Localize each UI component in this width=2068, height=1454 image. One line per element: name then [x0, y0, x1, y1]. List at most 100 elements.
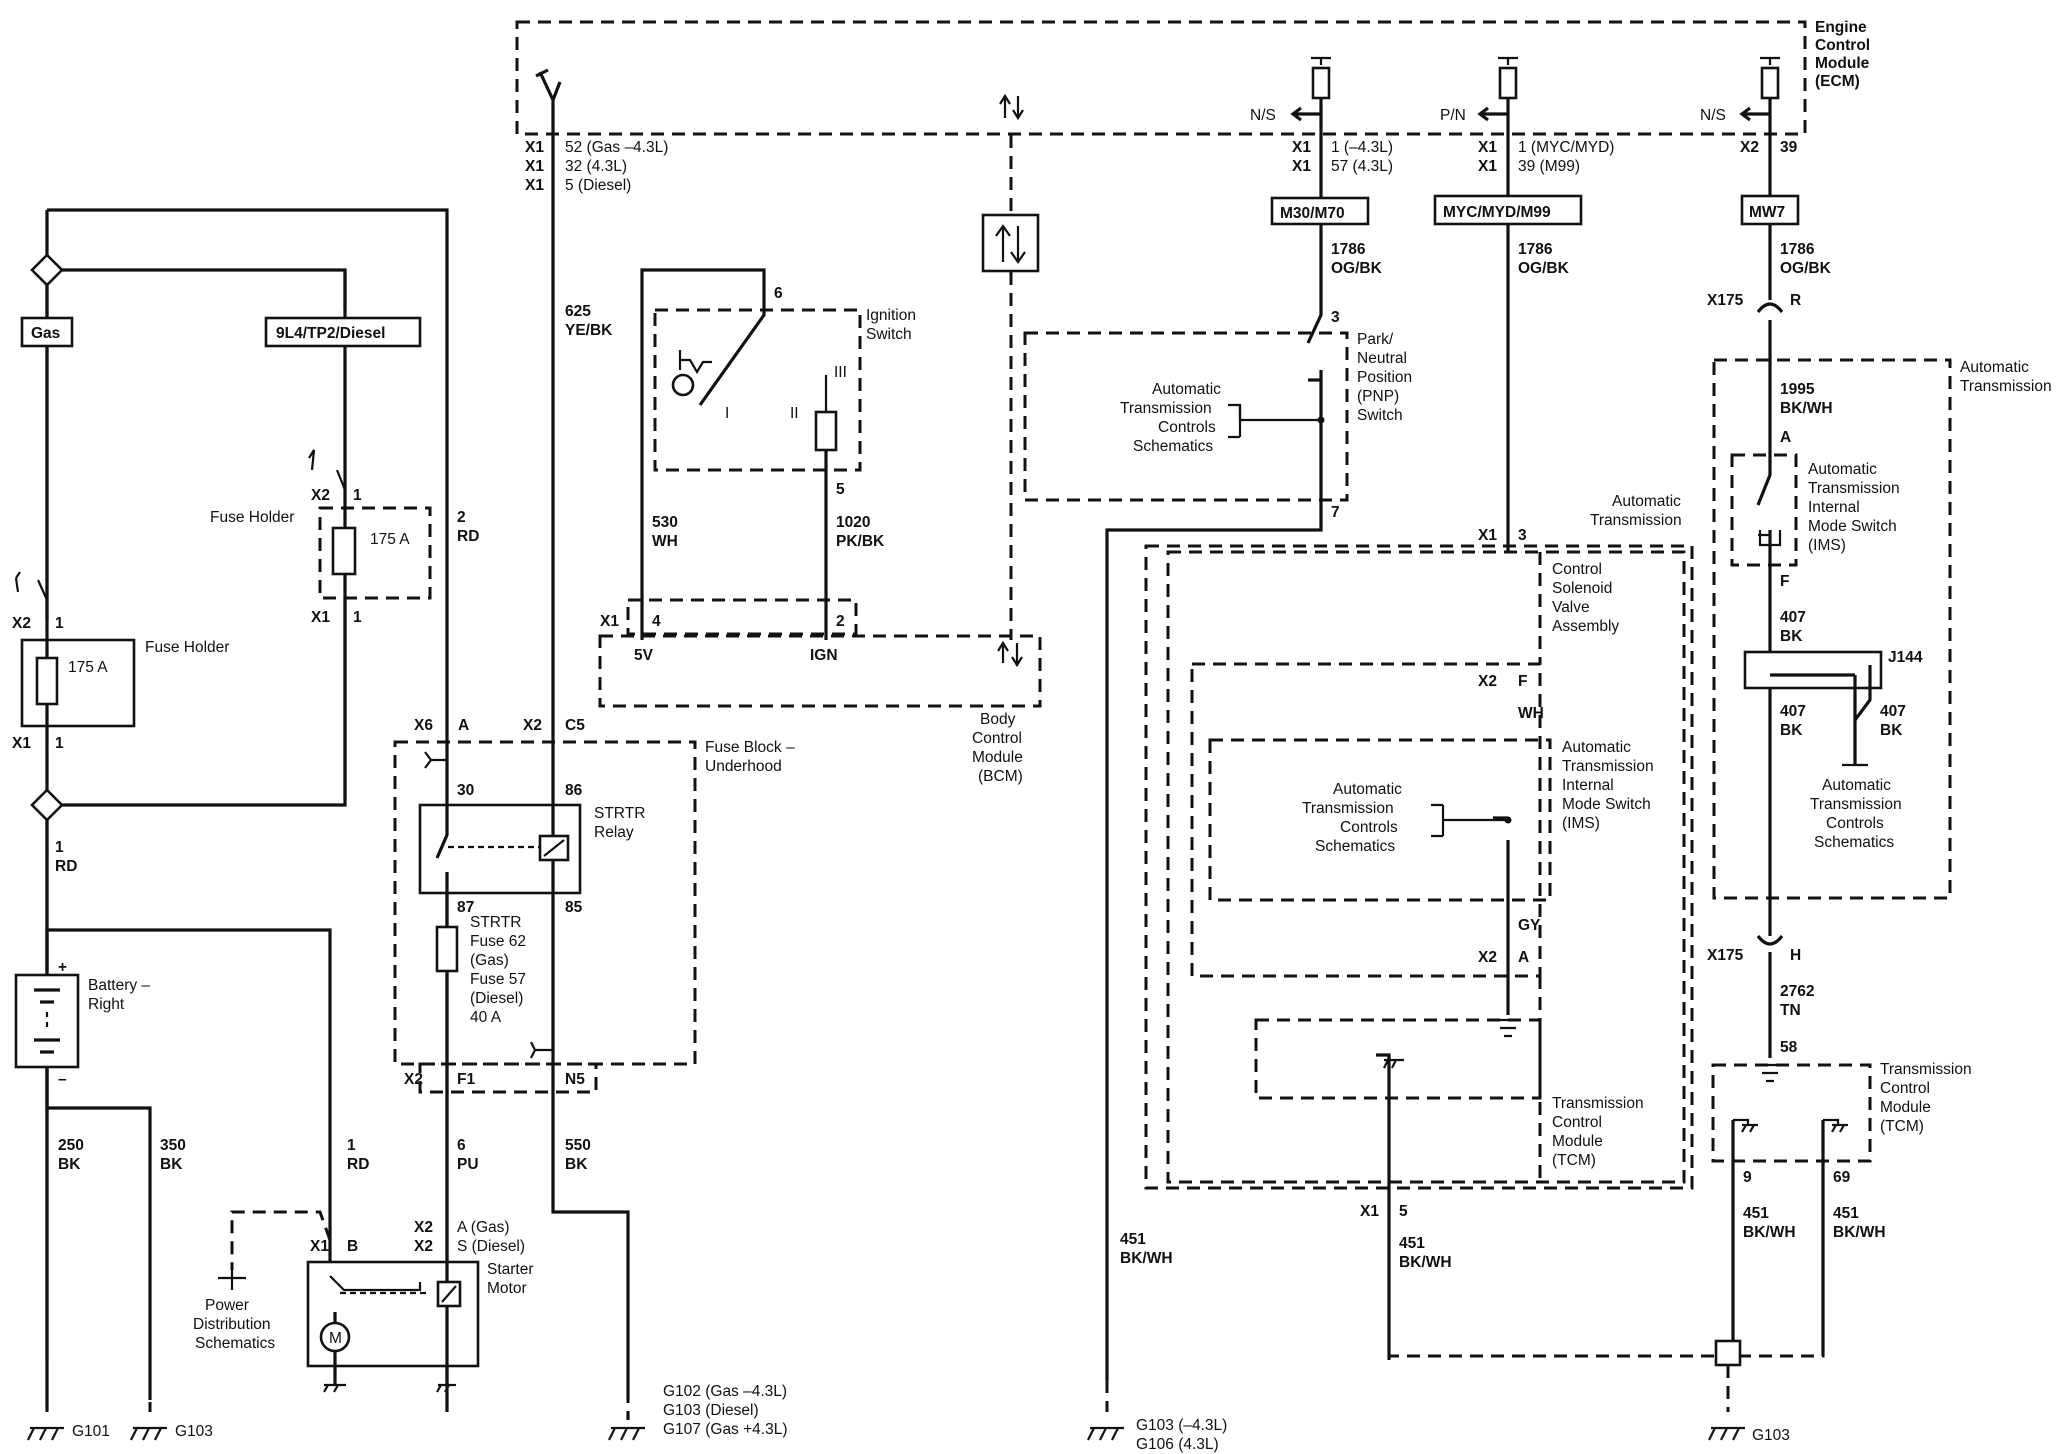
- strtr-fuse-4: Fuse 57: [470, 971, 526, 988]
- fh2-x2: X2: [311, 487, 330, 504]
- ecm-x1-c: X1: [525, 177, 544, 194]
- fuse-holder-1-amp: 175 A: [68, 659, 108, 676]
- ign-roman-2: II: [790, 405, 799, 422]
- ignition-t6: 6: [774, 285, 783, 302]
- pnp-pin-a: 1 (–4.3L): [1331, 139, 1393, 156]
- right-ims-2: Transmission: [1808, 480, 1900, 497]
- right-tag: MW7: [1749, 204, 1785, 221]
- right-ims-1: Automatic: [1808, 461, 1877, 478]
- strtr-fuse-2: Fuse 62: [470, 933, 526, 950]
- pnp-x1-b: X1: [1292, 158, 1311, 175]
- center-atcs-2: Transmission: [1302, 800, 1394, 817]
- fuse-block-underhood: Fuse Block – Underhood X6 A X2 C5 30 86 …: [393, 717, 795, 1180]
- right-p58: 58: [1780, 1039, 1798, 1056]
- starter-label-2: Motor: [487, 1280, 527, 1297]
- right-x2: X2: [1740, 139, 1759, 156]
- starter-wire-6-color: PU: [457, 1156, 479, 1173]
- pnp-ground-2: G106 (4.3L): [1136, 1436, 1219, 1453]
- wire-625-color: YE/BK: [565, 322, 613, 339]
- wire-1-rd-color: RD: [55, 858, 77, 875]
- center-auto-trans-2: Transmission: [1590, 512, 1682, 529]
- ecm-pin-a: 52 (Gas –4.3L): [565, 139, 668, 156]
- right-atcs-1: Automatic: [1822, 777, 1891, 794]
- pnp-atcs-4: Schematics: [1133, 438, 1213, 455]
- right-h: H: [1790, 947, 1801, 964]
- serial-data-arrows: [981, 93, 1040, 668]
- center-x1-b: X1: [1478, 158, 1497, 175]
- fuse-holder-1-label: Fuse Holder: [145, 639, 229, 656]
- fuse-block-n5: N5: [565, 1071, 585, 1088]
- wire-1-rd-number: 1: [55, 839, 64, 856]
- relay-label-2: Relay: [594, 824, 634, 841]
- fh2-one-top: 1: [353, 487, 362, 504]
- right-wire-451a-color: BK/WH: [1743, 1224, 1796, 1241]
- right-auto-trans-2: Transmission: [1960, 378, 2052, 395]
- center-x1-3b: 3: [1518, 527, 1527, 544]
- diesel-tag: 9L4/TP2/Diesel: [276, 325, 385, 342]
- fh1-one-top: 1: [55, 615, 64, 632]
- pnp-atcs-2: Transmission: [1120, 400, 1212, 417]
- relay-t87: 87: [457, 899, 474, 916]
- strtr-fuse-5: (Diesel): [470, 990, 523, 1007]
- starter-b: B: [347, 1238, 358, 1255]
- ecm-module: Engine Control Module (ECM): [515, 19, 1870, 136]
- right-wire-1995-number: 1995: [1780, 381, 1815, 398]
- pnp-wire-number: 1786: [1331, 241, 1366, 258]
- wire-350-number: 350: [160, 1137, 186, 1154]
- bcm-module: 5V IGN Body Control Module (BCM): [598, 634, 1042, 785]
- center-a: A: [1518, 949, 1529, 966]
- center-tcm-1: Transmission: [1552, 1095, 1644, 1112]
- right-ims-4: Mode Switch: [1808, 518, 1897, 535]
- pnp-atcs-1: Automatic: [1152, 381, 1221, 398]
- wire-530-number: 530: [652, 514, 678, 531]
- fuse-block-title-1: Fuse Block –: [705, 739, 795, 756]
- pnp-wire-451-number: 451: [1120, 1231, 1146, 1248]
- pds-label-2: Distribution: [193, 1316, 271, 1333]
- center-pin-b: 39 (M99): [1518, 158, 1580, 175]
- starter-pin-a: A (Gas): [457, 1219, 510, 1236]
- wire-250-number: 250: [58, 1137, 84, 1154]
- center-ims-1: Automatic: [1562, 739, 1631, 756]
- relay-t30: 30: [457, 782, 474, 799]
- csva-1: Control: [1552, 561, 1602, 578]
- ecm-title-1: Engine: [1815, 19, 1867, 36]
- right-r: R: [1790, 292, 1801, 309]
- fh2-one-bot: 1: [353, 609, 362, 626]
- center-wh: WH: [1518, 705, 1544, 722]
- center-x1-5b: 5: [1399, 1203, 1408, 1220]
- right-wire-2762-number: 2762: [1780, 983, 1814, 1000]
- right-wire-451b-number: 451: [1833, 1205, 1859, 1222]
- bcm-title-2: Control: [972, 730, 1022, 747]
- relay-label-1: STRTR: [594, 805, 645, 822]
- right-a: A: [1780, 429, 1791, 446]
- ignition-t5: 5: [836, 481, 845, 498]
- center-pin-a: 1 (MYC/MYD): [1518, 139, 1614, 156]
- starter-x2-b: X2: [414, 1238, 433, 1255]
- battery-right: + – Battery – Right 250 BK 350 BK G101 G…: [14, 928, 332, 1441]
- bcm-pin-2: 2: [836, 613, 845, 630]
- relay-t86: 86: [565, 782, 583, 799]
- strtr-fuse-3: (Gas): [470, 952, 509, 969]
- starter-ground-1: G102 (Gas –4.3L): [663, 1383, 787, 1400]
- relay-x6: X6: [414, 717, 433, 734]
- gas-tag: Gas: [31, 325, 60, 342]
- center-ims-3: Internal: [1562, 777, 1614, 794]
- wire-2-rd-color: RD: [457, 528, 479, 545]
- right-wire-407c-number: 407: [1880, 703, 1906, 720]
- wire-2-rd-number: 2: [457, 509, 466, 526]
- right-atcs-3: Controls: [1826, 815, 1884, 832]
- center-tcm-2: Control: [1552, 1114, 1602, 1131]
- battery-label-2: Right: [88, 996, 125, 1013]
- battery-label-1: Battery –: [88, 977, 150, 994]
- wire-250-color: BK: [58, 1156, 81, 1173]
- right-ims-3: Internal: [1808, 499, 1860, 516]
- right-tcm-4: (TCM): [1880, 1118, 1924, 1135]
- strtr-fuse-1: STRTR: [470, 914, 521, 931]
- center-tag: MYC/MYD/M99: [1443, 204, 1551, 221]
- fh2-x1: X1: [311, 609, 330, 626]
- starter-wire-1-color: RD: [347, 1156, 369, 1173]
- center-gy: GY: [1518, 917, 1541, 934]
- right-p9: 9: [1743, 1169, 1752, 1186]
- right-wire-2762-color: TN: [1780, 1002, 1801, 1019]
